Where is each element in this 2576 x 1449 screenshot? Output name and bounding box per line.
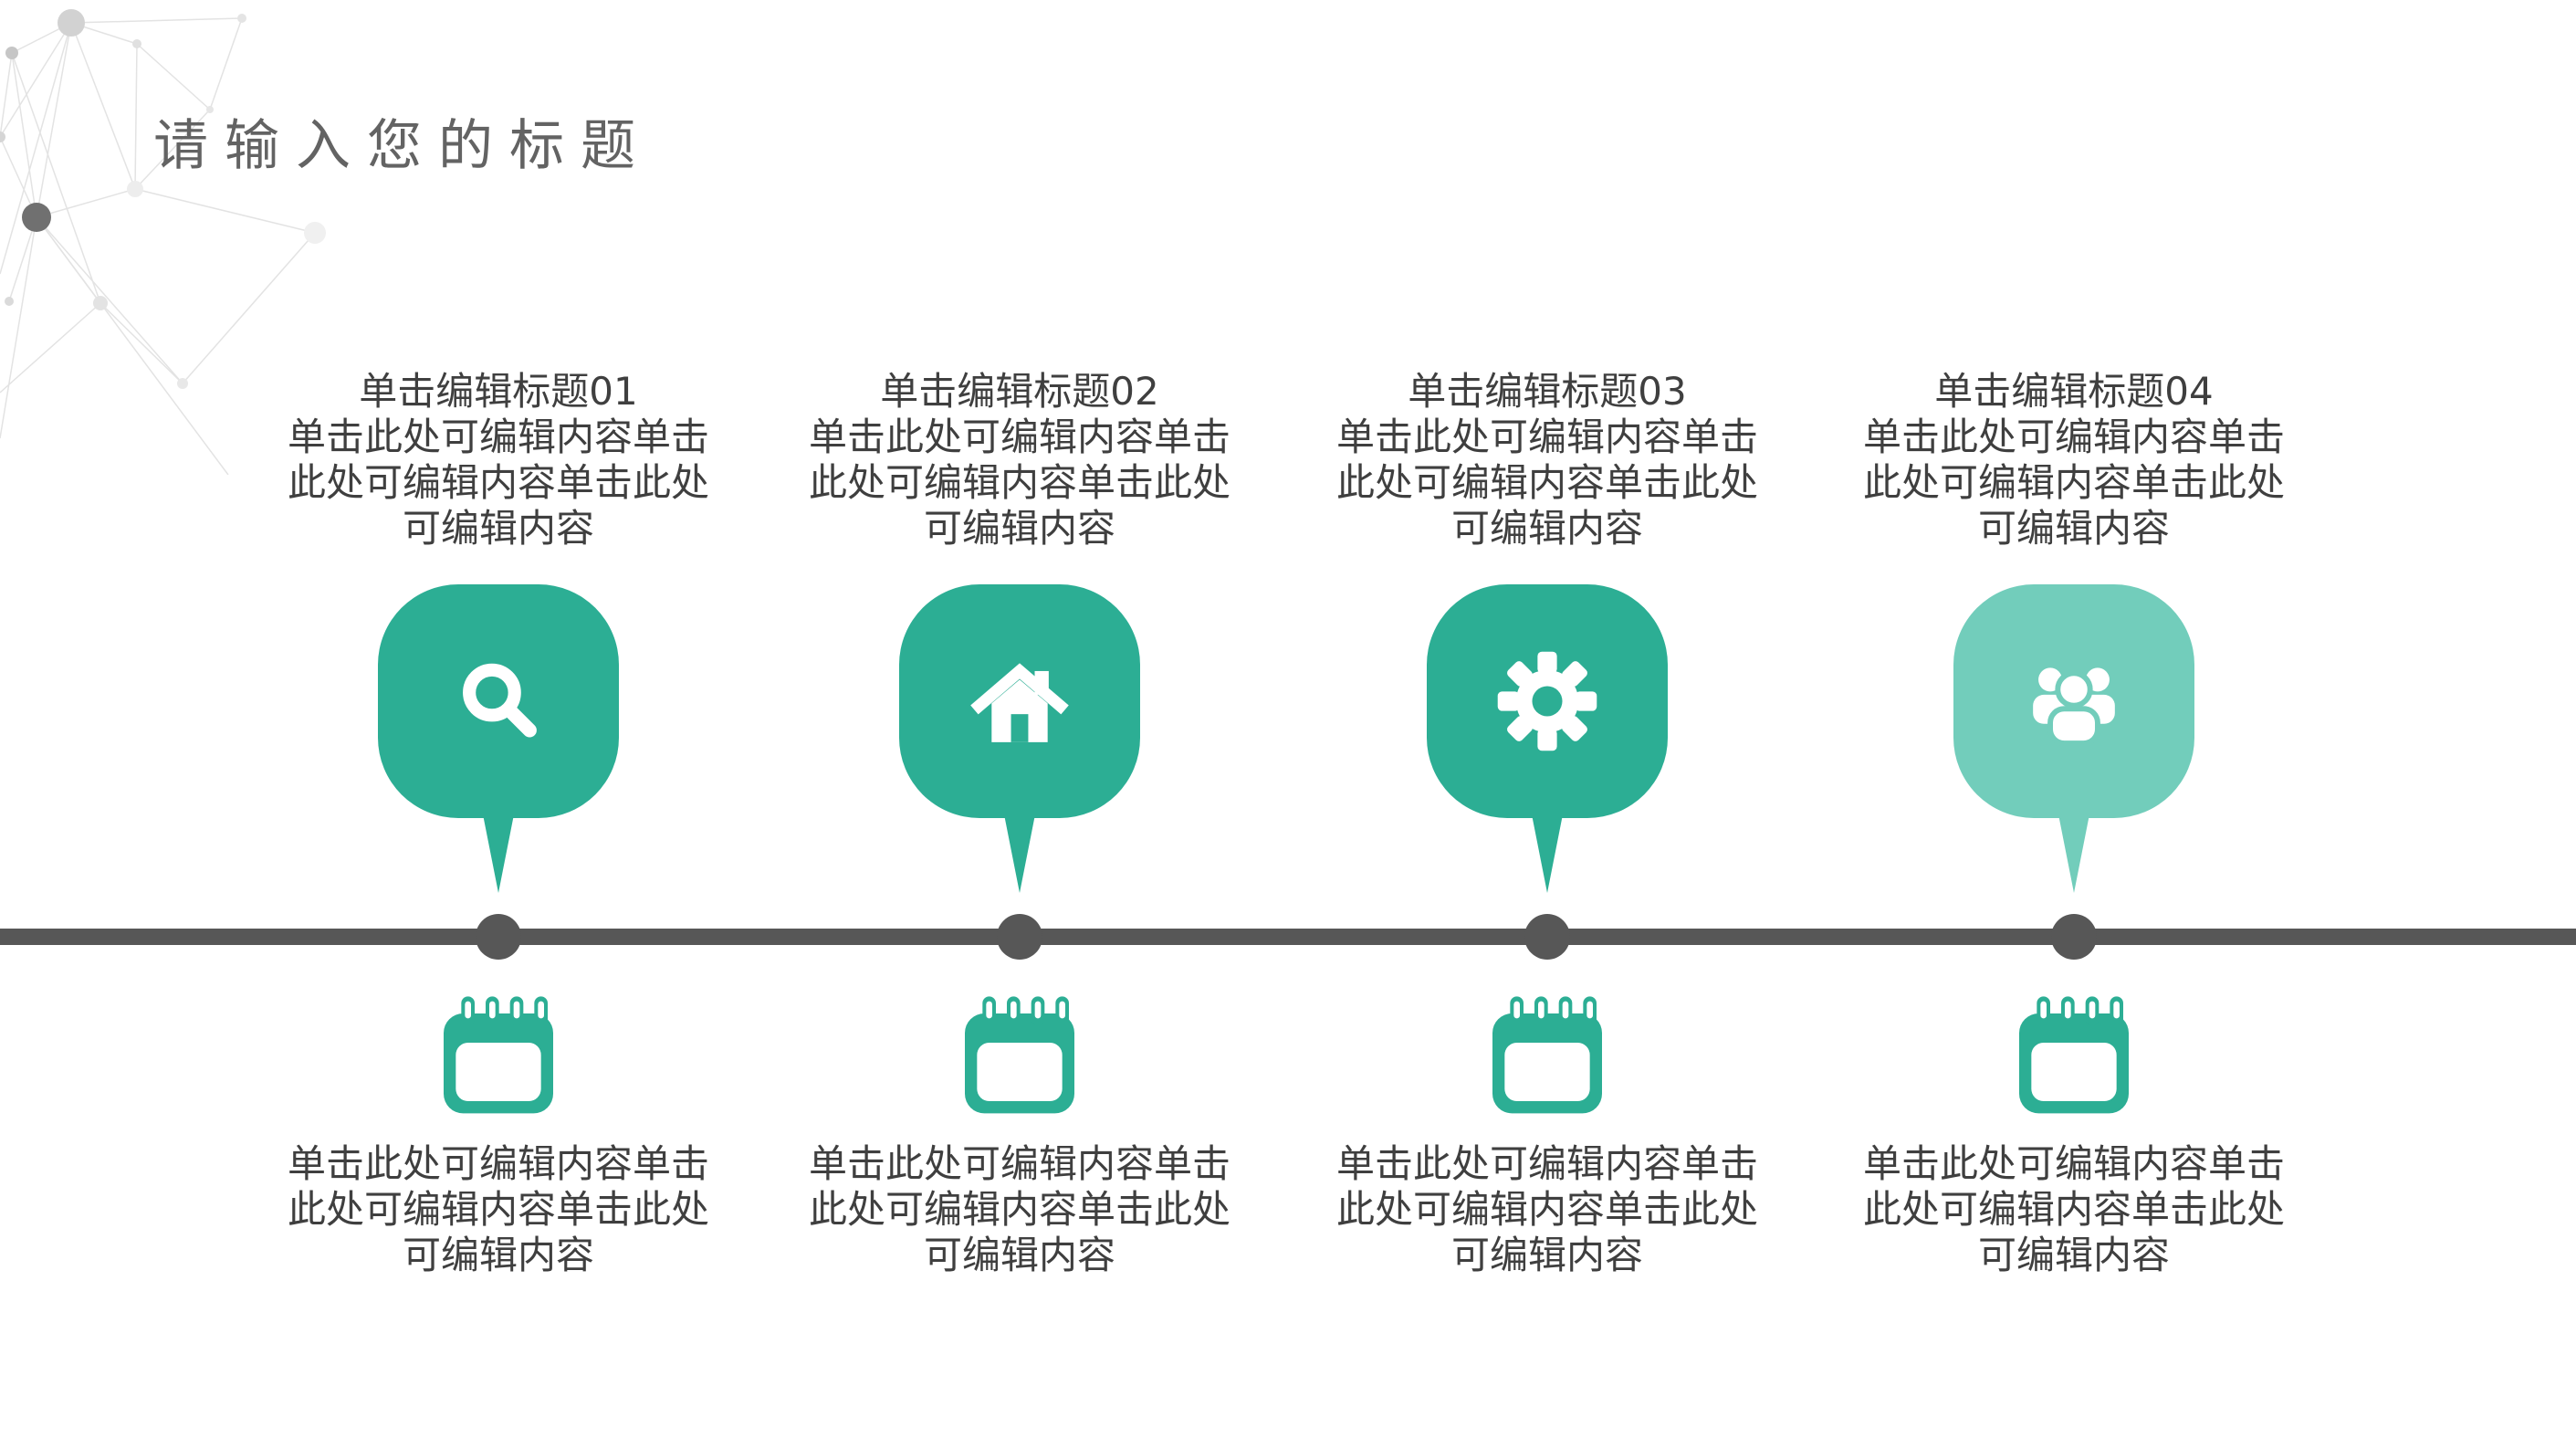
item-1-description: 单击此处可编辑内容单击此处可编辑内容单击此处可编辑内容 <box>287 415 709 551</box>
item-3-icon-badge <box>1427 584 1668 818</box>
calendar-icon <box>2019 995 2129 1119</box>
item-3-text-placeholder[interactable]: 单击编辑标题03 单击此处可编辑内容单击此处可编辑内容单击此处可编辑内容 <box>1328 369 1766 551</box>
timeline-dot-3 <box>1524 914 1570 960</box>
calendar-icon <box>965 995 1074 1119</box>
item-1-pointer <box>483 814 514 893</box>
timeline-item-2: 单击编辑标题02 单击此处可编辑内容单击此处可编辑内容单击此处可编辑内容 <box>801 0 1239 1449</box>
timeline-bar <box>0 929 2576 945</box>
timeline-dot-1 <box>476 914 521 960</box>
users-icon <box>2033 667 2115 746</box>
item-3-note-placeholder[interactable]: 单击此处可编辑内容单击此处可编辑内容单击此处可编辑内容 <box>1335 1141 1758 1277</box>
item-1-text-placeholder[interactable]: 单击编辑标题01 单击此处可编辑内容单击此处可编辑内容单击此处可编辑内容 <box>279 369 717 551</box>
timeline-item-4: 单击编辑标题04 单击此处可编辑内容单击此处可编辑内容单击此处可编辑内容 <box>1855 0 2293 1449</box>
timeline-item-1: 单击编辑标题01 单击此处可编辑内容单击此处可编辑内容单击此处可编辑内容 <box>279 0 717 1449</box>
item-2-title: 单击编辑标题02 <box>880 369 1159 414</box>
item-2-description: 单击此处可编辑内容单击此处可编辑内容单击此处可编辑内容 <box>808 415 1230 551</box>
timeline-dot-2 <box>997 914 1042 960</box>
gear-icon <box>1497 651 1597 751</box>
item-3-pointer <box>1532 814 1563 893</box>
slide-title-placeholder[interactable]: 请输入您的标题 <box>153 114 652 178</box>
item-4-title: 单击编辑标题04 <box>1934 369 2214 414</box>
item-3-title: 单击编辑标题03 <box>1408 369 1687 414</box>
item-2-note-placeholder[interactable]: 单击此处可编辑内容单击此处可编辑内容单击此处可编辑内容 <box>808 1141 1230 1277</box>
calendar-icon <box>1492 995 1602 1119</box>
home-icon <box>970 663 1069 742</box>
timeline-item-3: 单击编辑标题03 单击此处可编辑内容单击此处可编辑内容单击此处可编辑内容 <box>1328 0 1766 1449</box>
item-4-pointer <box>2058 814 2089 893</box>
item-4-icon-badge <box>1953 584 2194 818</box>
item-3-description: 单击此处可编辑内容单击此处可编辑内容单击此处可编辑内容 <box>1335 415 1758 551</box>
item-4-text-placeholder[interactable]: 单击编辑标题04 单击此处可编辑内容单击此处可编辑内容单击此处可编辑内容 <box>1855 369 2293 551</box>
item-1-note-placeholder[interactable]: 单击此处可编辑内容单击此处可编辑内容单击此处可编辑内容 <box>287 1141 709 1277</box>
item-1-icon-badge <box>378 584 619 818</box>
timeline-dot-4 <box>2051 914 2097 960</box>
item-4-description: 单击此处可编辑内容单击此处可编辑内容单击此处可编辑内容 <box>1862 415 2285 551</box>
item-2-text-placeholder[interactable]: 单击编辑标题02 单击此处可编辑内容单击此处可编辑内容单击此处可编辑内容 <box>801 369 1239 551</box>
item-4-note-placeholder[interactable]: 单击此处可编辑内容单击此处可编辑内容单击此处可编辑内容 <box>1862 1141 2285 1277</box>
item-1-title: 单击编辑标题01 <box>359 369 638 414</box>
item-2-icon-badge <box>899 584 1140 818</box>
search-icon <box>463 663 537 738</box>
item-2-pointer <box>1004 814 1035 893</box>
calendar-icon <box>444 995 553 1119</box>
